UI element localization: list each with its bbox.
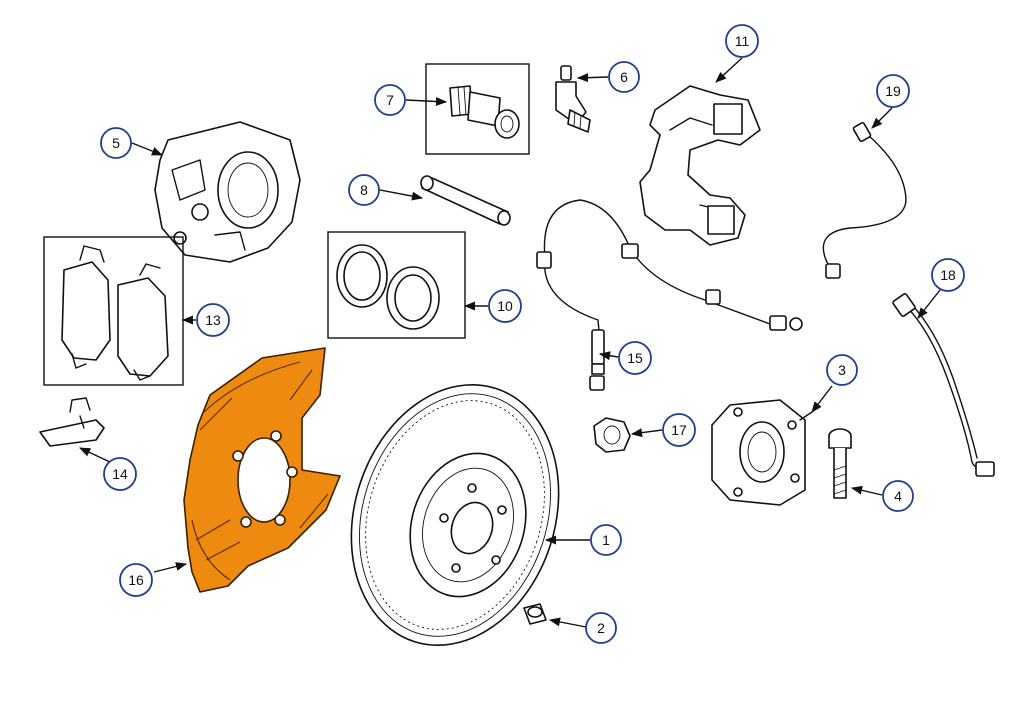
leader-2 bbox=[548, 617, 587, 628]
callout-label: 2 bbox=[597, 620, 605, 636]
part-wear-sensor-lead-19[interactable] bbox=[822, 122, 907, 279]
part-anti-rattle-clip[interactable] bbox=[39, 397, 105, 447]
leader-lines bbox=[78, 57, 941, 628]
callout-label: 11 bbox=[735, 33, 750, 49]
callout-4[interactable]: 4 bbox=[882, 480, 914, 512]
leader-19 bbox=[871, 107, 893, 129]
callout-label: 7 bbox=[386, 92, 394, 108]
callout-14[interactable]: 14 bbox=[103, 457, 137, 491]
part-piston-seals[interactable] bbox=[336, 244, 440, 330]
callout-17[interactable]: 17 bbox=[662, 413, 696, 447]
callout-1[interactable]: 1 bbox=[590, 524, 622, 556]
part-hub-flange[interactable] bbox=[711, 399, 813, 506]
callout-6[interactable]: 6 bbox=[608, 61, 640, 93]
part-bolt[interactable] bbox=[828, 428, 852, 499]
callout-label: 1 bbox=[602, 532, 610, 548]
part-brake-caliper[interactable] bbox=[154, 121, 301, 263]
leader-17 bbox=[630, 428, 663, 438]
callout-15[interactable]: 15 bbox=[618, 341, 652, 375]
callout-label: 13 bbox=[205, 312, 221, 328]
part-bleed-nipple[interactable] bbox=[555, 65, 591, 133]
leader-4 bbox=[850, 485, 883, 496]
part-brake-hose[interactable] bbox=[536, 199, 803, 391]
callout-3[interactable]: 3 bbox=[826, 354, 858, 386]
callout-label: 10 bbox=[497, 298, 513, 314]
callout-16[interactable]: 16 bbox=[119, 563, 153, 597]
callout-label: 5 bbox=[112, 135, 120, 151]
part-caliper-carrier[interactable] bbox=[639, 85, 761, 246]
callout-2[interactable]: 2 bbox=[585, 612, 617, 644]
callout-label: 15 bbox=[627, 350, 643, 366]
callout-11[interactable]: 11 bbox=[725, 24, 759, 58]
leader-6 bbox=[576, 73, 609, 83]
frame-part-7 bbox=[425, 63, 530, 155]
part-wear-sensor-lead-18[interactable] bbox=[892, 293, 995, 477]
frame-part-10 bbox=[327, 231, 466, 339]
part-dust-shield[interactable] bbox=[183, 347, 341, 593]
callout-7[interactable]: 7 bbox=[374, 84, 406, 116]
callout-label: 16 bbox=[128, 572, 144, 588]
callout-label: 18 bbox=[940, 267, 956, 283]
leader-5 bbox=[131, 142, 164, 156]
callout-19[interactable]: 19 bbox=[876, 74, 910, 108]
frame-part-13 bbox=[43, 236, 184, 386]
callout-18[interactable]: 18 bbox=[931, 258, 965, 292]
leader-18 bbox=[917, 289, 941, 319]
callout-label: 17 bbox=[671, 422, 687, 438]
callout-label: 4 bbox=[894, 488, 902, 504]
callout-label: 14 bbox=[112, 466, 128, 482]
callout-label: 8 bbox=[360, 182, 368, 198]
leader-15 bbox=[598, 351, 619, 361]
part-retaining-screw[interactable] bbox=[523, 603, 547, 625]
part-brake-disc[interactable] bbox=[319, 358, 591, 673]
callout-label: 6 bbox=[620, 69, 628, 85]
part-brake-pads[interactable] bbox=[61, 245, 169, 381]
leader-14 bbox=[78, 447, 111, 463]
callout-label: 19 bbox=[885, 83, 901, 99]
leader-11 bbox=[715, 57, 743, 83]
callout-5[interactable]: 5 bbox=[100, 127, 132, 159]
callout-8[interactable]: 8 bbox=[348, 174, 380, 206]
part-guide-pin[interactable] bbox=[420, 175, 511, 226]
part-guide-bush[interactable] bbox=[449, 85, 520, 139]
leader-7 bbox=[405, 97, 448, 106]
leader-16 bbox=[153, 562, 188, 573]
part-hub-nut[interactable] bbox=[593, 417, 631, 453]
callout-10[interactable]: 10 bbox=[488, 289, 522, 323]
leader-8 bbox=[379, 189, 424, 201]
callout-label: 3 bbox=[838, 362, 846, 378]
callout-13[interactable]: 13 bbox=[196, 303, 230, 337]
leader-3 bbox=[811, 385, 833, 413]
